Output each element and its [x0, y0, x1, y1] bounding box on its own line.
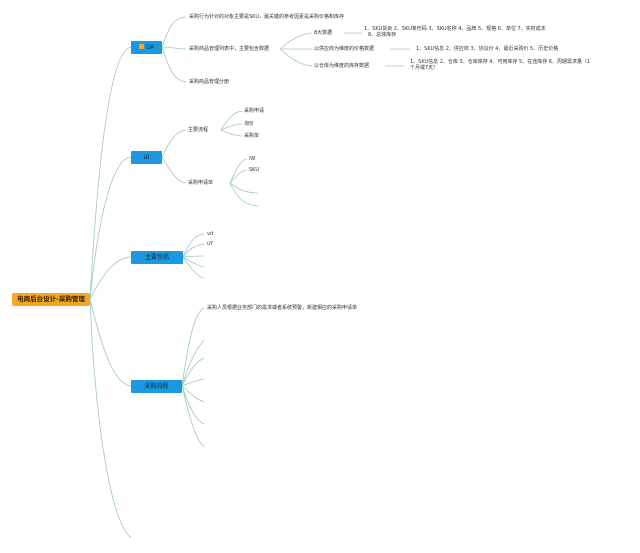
branch-node-1[interactable]: ü¥: [131, 41, 162, 54]
edge-req-i1: [229, 158, 248, 184]
detail-line: 1、SKU信息 2、仓库 3、仓库库存 4、可用库存 5、在途库存 6、周期需求…: [410, 59, 591, 65]
data-group-2-detail[interactable]: 1、SKU信息 2、供应商 3、协议价 4、最近采购价 5、历史价格: [416, 46, 559, 52]
b4-item-1[interactable]: 采购人员根据业务部门的需求或者系统预警，新建相应的采购申请单: [207, 305, 358, 311]
edge-b4-blank3: [181, 378, 205, 387]
request-node[interactable]: 采购申请单: [188, 180, 214, 186]
data-group-3-detail[interactable]: 1、SKU信息 2、仓库 3、仓库库存 4、可用库存 5、在途库存 6、周期需求…: [410, 59, 590, 71]
edge-b4-blank5: [181, 385, 205, 425]
flow-item-1[interactable]: 采购申请: [244, 108, 265, 114]
edge-flow-i1: [220, 110, 243, 131]
edge-b4-blank1: [181, 339, 205, 387]
detail-line: 8、总体库存: [368, 32, 397, 38]
edge-b3-blank2: [182, 256, 205, 268]
b3-item-2[interactable]: üY: [207, 241, 214, 247]
edge-b1-c2: [161, 46, 187, 50]
edge-root-long: [89, 298, 132, 539]
branch-node-3[interactable]: 主要包括: [131, 251, 183, 264]
edge-b4-i1: [181, 307, 205, 387]
data-group-3-label[interactable]: 以仓库为维度的库存数据: [314, 63, 370, 69]
flow-item-3[interactable]: 采购单: [244, 133, 260, 139]
edge-c2-g3: [279, 48, 313, 67]
b3-item-1[interactable]: vd: [207, 231, 214, 237]
edge-b1-c3: [161, 46, 187, 83]
edge-req-blank1: [229, 182, 259, 194]
branch-node-4[interactable]: 采购流程: [131, 380, 182, 393]
edge-b4-blank2: [181, 357, 205, 387]
root-node[interactable]: 电商后台设计-采购管理: [12, 293, 90, 306]
branch-node-2[interactable]: üì: [131, 151, 162, 164]
data-group-1-detail[interactable]: 1、SKU货目 2、SKU条形码 3、SKU名称 4、品牌 5、规格 6、单位 …: [364, 26, 546, 38]
edge-b3-blank1: [182, 255, 205, 258]
edge-b2-flow: [161, 129, 187, 158]
edge-root-branch2: [89, 156, 132, 300]
edge-req-i2: [229, 169, 248, 184]
branch-label: ü¥: [146, 44, 154, 51]
data-group-1-label[interactable]: 8大数据: [314, 30, 333, 36]
topic-icon: [139, 44, 145, 49]
detail-line: 个月或7天）: [410, 65, 439, 71]
b1-child-2[interactable]: 采购商品管理列表中，主要包含数据: [189, 46, 270, 52]
edge-flow-i2: [220, 123, 243, 131]
edge-b4-blank6: [181, 385, 205, 448]
edge-b4-blank4: [181, 385, 205, 403]
edge-root-branch1: [89, 46, 132, 300]
edge-flow-i3: [220, 129, 243, 137]
edge-b3-i1: [182, 233, 205, 258]
edge-b1-c1: [161, 16, 187, 48]
edge-b3-i2: [182, 243, 205, 258]
edge-root-branch4: [89, 298, 132, 387]
edge-b2-request: [161, 156, 187, 184]
detail-line: 1、SKU货目 2、SKU条形码 3、SKU名称 4、品牌 5、规格 6、单位 …: [364, 26, 546, 32]
main-flow-node[interactable]: 主要流程: [188, 127, 209, 133]
edge-c2-g1: [279, 32, 313, 50]
b1-child-3[interactable]: 采购商品管理分册: [189, 79, 230, 85]
request-item-2[interactable]: SKU: [249, 167, 259, 173]
data-group-2-label[interactable]: 以供应商为维度的价格数据: [314, 46, 375, 52]
edge-req-blank2: [229, 182, 259, 207]
edge-b3-blank3: [182, 256, 205, 279]
edge-root-branch3: [89, 256, 132, 300]
flow-item-2[interactable]: 询价: [244, 121, 255, 127]
request-item-1[interactable]: ïW: [249, 156, 256, 162]
b1-child-1[interactable]: 采购行为针对的对象主要是SKU，最关键的参考因素是采购价格和库存: [189, 14, 344, 20]
